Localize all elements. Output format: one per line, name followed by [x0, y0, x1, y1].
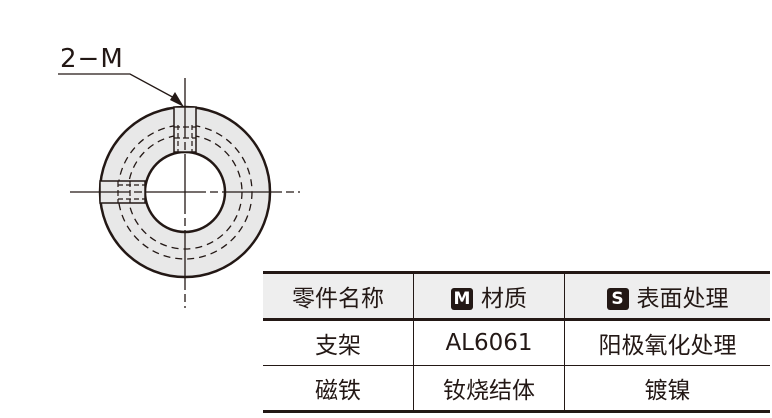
table-header-row: 零件名称 M 材质 S 表面处理: [263, 272, 770, 320]
table-row: 磁铁 钕烧结体 镀镍: [263, 365, 770, 412]
cell-surface: 阳极氧化处理: [564, 319, 770, 366]
header-material-label: 材质: [481, 286, 527, 312]
table-row: 支架 AL6061 阳极氧化处理: [263, 319, 770, 366]
surface-badge-icon: S: [606, 288, 629, 310]
cell-surface: 镀镍: [564, 365, 770, 412]
header-surface-label: 表面处理: [636, 286, 729, 312]
leader-arrow-icon: [170, 92, 184, 107]
cell-material: 钕烧结体: [413, 365, 565, 412]
header-part-name: 零件名称: [292, 286, 384, 312]
cell-part: 支架: [315, 333, 361, 359]
material-badge-icon: M: [451, 288, 473, 310]
cell-part: 磁铁: [315, 378, 361, 404]
header-surface: S 表面处理: [564, 272, 770, 320]
cell-material: AL6061: [413, 319, 565, 366]
ring-drawing: [58, 73, 300, 308]
header-material: M 材质: [413, 272, 565, 320]
spec-table: 零件名称 M 材质 S 表面处理 支架 AL6061 阳极氧化处理 磁铁 钕烧结体 …: [263, 271, 770, 413]
leader-line: [58, 73, 179, 101]
thread-label: 2−M: [60, 44, 124, 74]
